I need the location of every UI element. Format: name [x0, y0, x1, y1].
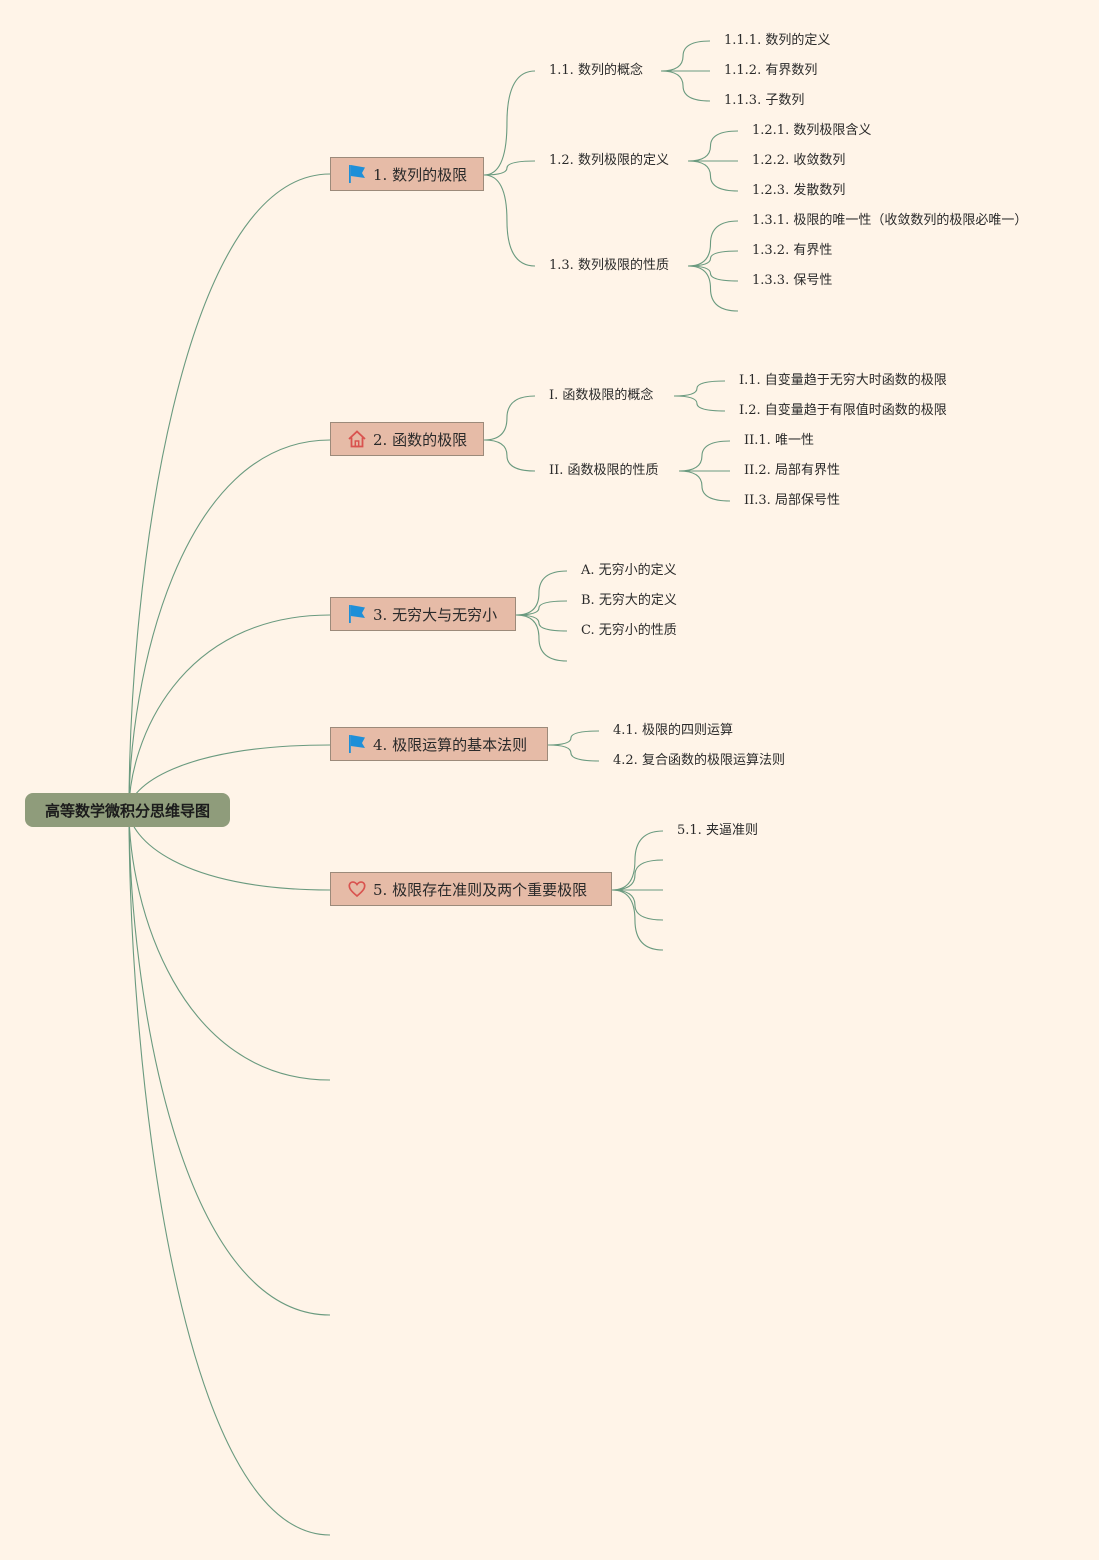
root-node[interactable]: 高等数学微积分思维导图: [25, 793, 230, 827]
sub-connector-line: [678, 440, 731, 472]
subtopic-3-b[interactable]: B. 无穷大的定义: [581, 593, 677, 608]
topic-connector-line: [483, 174, 536, 267]
subtopic-1-2[interactable]: 1.2. 数列极限的定义: [549, 153, 669, 168]
root-connector-line: [128, 173, 331, 811]
flag-icon: [347, 604, 367, 624]
subtopic-4-2[interactable]: 4.2. 复合函数的极限运算法则: [613, 753, 785, 768]
topic-function-limit[interactable]: 2. 函数的极限: [330, 422, 484, 456]
root-connector-line: [128, 809, 331, 1536]
heart-icon: [347, 879, 367, 899]
leaf-1-1-3[interactable]: 1.1.3. 子数列: [724, 93, 805, 108]
root-connector-line: [128, 809, 331, 1316]
topic-label: 5. 极限存在准则及两个重要极限: [373, 880, 588, 899]
topic-connector-line: [547, 730, 600, 746]
subtopic-3-a[interactable]: A. 无穷小的定义: [581, 563, 677, 578]
sub-connector-line: [673, 395, 726, 412]
topic-label: 3. 无穷大与无穷小: [373, 605, 498, 624]
sub-connector-line: [687, 265, 739, 312]
root-connector-line: [128, 809, 331, 1081]
subtopic-1-1[interactable]: 1.1. 数列的概念: [549, 63, 643, 78]
sub-connector-line: [687, 250, 739, 267]
topic-connector-line: [515, 600, 568, 616]
topic-connector-line: [515, 614, 568, 662]
topic-limit-criteria[interactable]: 5. 极限存在准则及两个重要极限: [330, 872, 612, 906]
sub-connector-line: [687, 130, 739, 162]
topic-connector-line: [483, 160, 536, 176]
sub-connector-line: [673, 380, 726, 397]
topic-limit-rules[interactable]: 4. 极限运算的基本法则: [330, 727, 548, 761]
leaf-2-2-3[interactable]: II.3. 局部保号性: [744, 493, 840, 508]
flag-icon: [347, 734, 367, 754]
leaf-1-3-2[interactable]: 1.3.2. 有界性: [752, 243, 833, 258]
leaf-1-1-2[interactable]: 1.1.2. 有界数列: [724, 63, 818, 78]
topic-label: 4. 极限运算的基本法则: [373, 735, 528, 754]
root-connector-line: [128, 439, 331, 811]
topic-label: 1. 数列的极限: [373, 165, 468, 184]
leaf-2-1-2[interactable]: I.2. 自变量趋于有限值时函数的极限: [739, 403, 947, 418]
subtopic-5-1[interactable]: 5.1. 夹逼准则: [677, 823, 758, 838]
topic-infinity[interactable]: 3. 无穷大与无穷小: [330, 597, 516, 631]
leaf-2-2-1[interactable]: II.1. 唯一性: [744, 433, 814, 448]
leaf-1-2-1[interactable]: 1.2.1. 数列极限含义: [752, 123, 872, 138]
leaf-1-2-3[interactable]: 1.2.3. 发散数列: [752, 183, 846, 198]
topic-label: 2. 函数的极限: [373, 430, 468, 449]
subtopic-1-3[interactable]: 1.3. 数列极限的性质: [549, 258, 669, 273]
flag-icon: [347, 164, 367, 184]
house-icon: [347, 429, 367, 449]
topic-connector-line: [515, 614, 568, 632]
sub-connector-line: [678, 470, 731, 502]
topic-connector-line: [611, 830, 664, 891]
leaf-2-1-1[interactable]: I.1. 自变量趋于无穷大时函数的极限: [739, 373, 947, 388]
topic-connector-line: [611, 859, 664, 891]
topic-connector-line: [611, 889, 664, 921]
sub-connector-line: [660, 40, 711, 72]
leaf-1-3-3[interactable]: 1.3.3. 保号性: [752, 273, 833, 288]
topic-connector-line: [483, 70, 536, 176]
subtopic-4-1[interactable]: 4.1. 极限的四则运算: [613, 723, 733, 738]
leaf-1-1-1[interactable]: 1.1.1. 数列的定义: [724, 33, 831, 48]
leaf-1-2-2[interactable]: 1.2.2. 收敛数列: [752, 153, 846, 168]
topic-connector-line: [547, 744, 600, 762]
subtopic-2-2[interactable]: II. 函数极限的性质: [549, 463, 659, 478]
leaf-1-3-1[interactable]: 1.3.1. 极限的唯一性（收敛数列的极限必唯一）: [752, 213, 1028, 228]
subtopic-2-1[interactable]: I. 函数极限的概念: [549, 388, 654, 403]
topic-sequence-limit[interactable]: 1. 数列的极限: [330, 157, 484, 191]
sub-connector-line: [660, 70, 711, 102]
leaf-2-2-2[interactable]: II.2. 局部有界性: [744, 463, 840, 478]
subtopic-3-c[interactable]: C. 无穷小的性质: [581, 623, 677, 638]
topic-connector-line: [611, 889, 664, 951]
sub-connector-line: [687, 265, 739, 282]
topic-connector-line: [483, 395, 536, 441]
topic-connector-line: [483, 439, 536, 472]
topic-connector-line: [515, 570, 568, 616]
root-connector-line: [128, 614, 331, 811]
sub-connector-line: [687, 220, 739, 267]
sub-connector-line: [687, 160, 739, 192]
